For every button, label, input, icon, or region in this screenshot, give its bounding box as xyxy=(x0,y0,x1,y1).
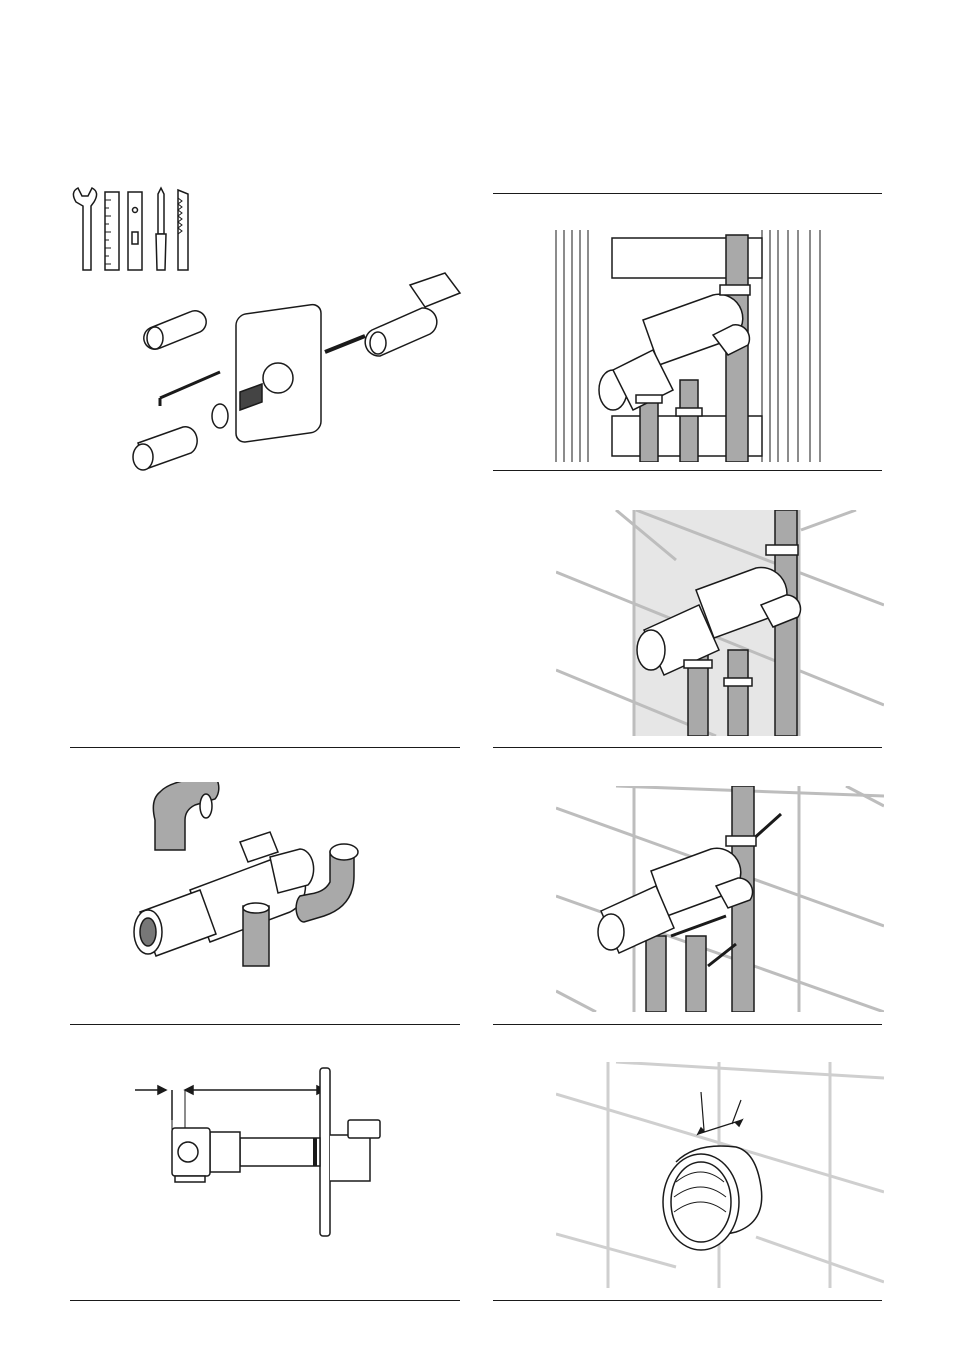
divider-right-4 xyxy=(493,1300,882,1301)
exploded-valve-drawing xyxy=(133,273,460,470)
figure-valve-in-tiled-wall xyxy=(556,510,884,736)
divider-left-2 xyxy=(70,1024,460,1025)
divider-right-3 xyxy=(493,1024,882,1025)
folding-ruler-icon xyxy=(105,192,119,270)
spirit-level-icon xyxy=(128,192,142,270)
figure-valve-wall-depth-dimension xyxy=(130,1060,390,1240)
figure-valve-fittings xyxy=(130,782,390,972)
hacksaw-icon xyxy=(178,190,188,270)
divider-left-3 xyxy=(70,1300,460,1301)
divider-right-top xyxy=(493,193,882,194)
figure-valve-on-mounting-rail xyxy=(548,230,828,462)
figure-valve-screwed-to-wall xyxy=(556,786,884,1012)
divider-left-1 xyxy=(70,747,460,748)
figure-sleeve-flush-with-tile xyxy=(556,1062,884,1288)
divider-right-2 xyxy=(493,747,882,748)
screwdriver-icon xyxy=(156,188,166,270)
open-wrench-icon xyxy=(73,188,96,270)
figure-tools-exploded xyxy=(60,180,480,500)
divider-right-1 xyxy=(493,470,882,471)
